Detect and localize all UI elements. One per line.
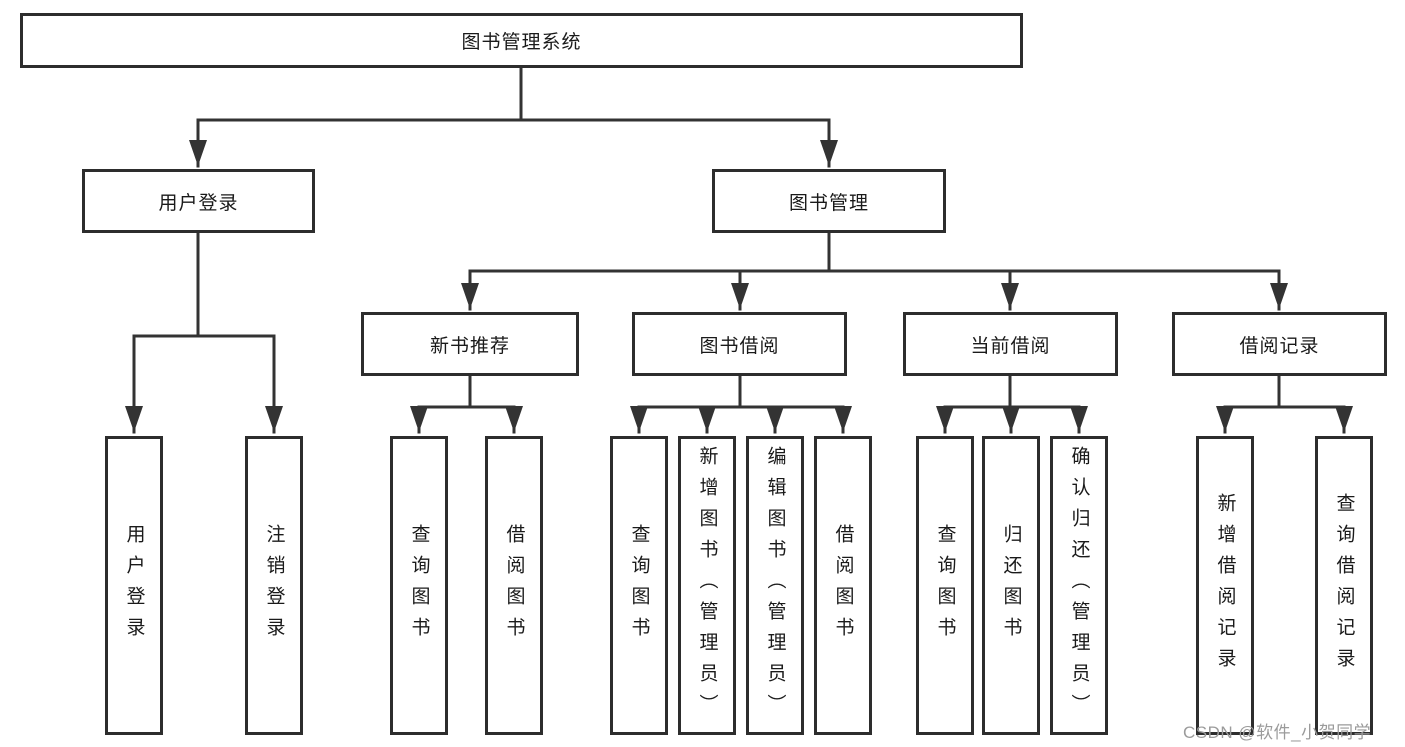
leaf-bb-add-books-admin-label: 新增图书（管理员） <box>696 446 718 725</box>
leaf-cb-query-books-label: 查询图书 <box>934 523 956 648</box>
node-book-borrowing-label: 图书借阅 <box>699 335 780 357</box>
node-current-borrowing: 当前借阅 <box>903 312 1118 376</box>
node-root: 图书管理系统 <box>20 13 1023 68</box>
node-user-login: 用户登录 <box>82 169 315 233</box>
node-borrowing-records: 借阅记录 <box>1172 312 1387 376</box>
leaf-bb-edit-books-admin: 编辑图书（管理员） <box>746 436 804 735</box>
leaf-cb-query-books: 查询图书 <box>916 436 974 735</box>
leaf-br-add-record-label: 新增借阅记录 <box>1214 492 1236 679</box>
leaf-cb-return-books: 归还图书 <box>982 436 1040 735</box>
node-user-login-label: 用户登录 <box>158 192 239 214</box>
leaf-cb-confirm-return-admin: 确认归还（管理员） <box>1050 436 1108 735</box>
leaf-logout-login: 注销登录 <box>245 436 303 735</box>
leaf-bb-add-books-admin: 新增图书（管理员） <box>678 436 736 735</box>
node-book-management-label: 图书管理 <box>788 192 869 214</box>
leaf-logout-login-label: 注销登录 <box>263 523 285 648</box>
leaf-br-query-record: 查询借阅记录 <box>1315 436 1373 735</box>
leaf-br-add-record: 新增借阅记录 <box>1196 436 1254 735</box>
node-root-label: 图书管理系统 <box>461 32 582 53</box>
node-book-management: 图书管理 <box>712 169 946 233</box>
leaf-nbr-query-books: 查询图书 <box>390 436 448 735</box>
leaf-nbr-query-books-label: 查询图书 <box>408 523 430 648</box>
leaf-user-login-label: 用户登录 <box>123 523 145 648</box>
leaf-bb-edit-books-admin-label: 编辑图书（管理员） <box>764 446 786 725</box>
leaf-bb-query-books: 查询图书 <box>610 436 668 735</box>
node-new-book-recommend: 新书推荐 <box>361 312 579 376</box>
node-book-borrowing: 图书借阅 <box>632 312 847 376</box>
watermark: CSDN @软件_小贺同学 <box>1183 723 1372 742</box>
leaf-cb-confirm-return-admin-label: 确认归还（管理员） <box>1068 446 1090 725</box>
leaf-br-query-record-label: 查询借阅记录 <box>1333 492 1355 679</box>
leaf-bb-borrow-books: 借阅图书 <box>814 436 872 735</box>
leaf-bb-query-books-label: 查询图书 <box>628 523 650 648</box>
leaf-user-login: 用户登录 <box>105 436 163 735</box>
leaf-nbr-borrow-books: 借阅图书 <box>485 436 543 735</box>
node-current-borrowing-label: 当前借阅 <box>970 335 1051 357</box>
leaf-bb-borrow-books-label: 借阅图书 <box>832 523 854 648</box>
leaf-cb-return-books-label: 归还图书 <box>1000 523 1022 648</box>
node-borrowing-records-label: 借阅记录 <box>1239 335 1320 357</box>
node-new-book-recommend-label: 新书推荐 <box>429 335 510 357</box>
leaf-nbr-borrow-books-label: 借阅图书 <box>503 523 525 648</box>
